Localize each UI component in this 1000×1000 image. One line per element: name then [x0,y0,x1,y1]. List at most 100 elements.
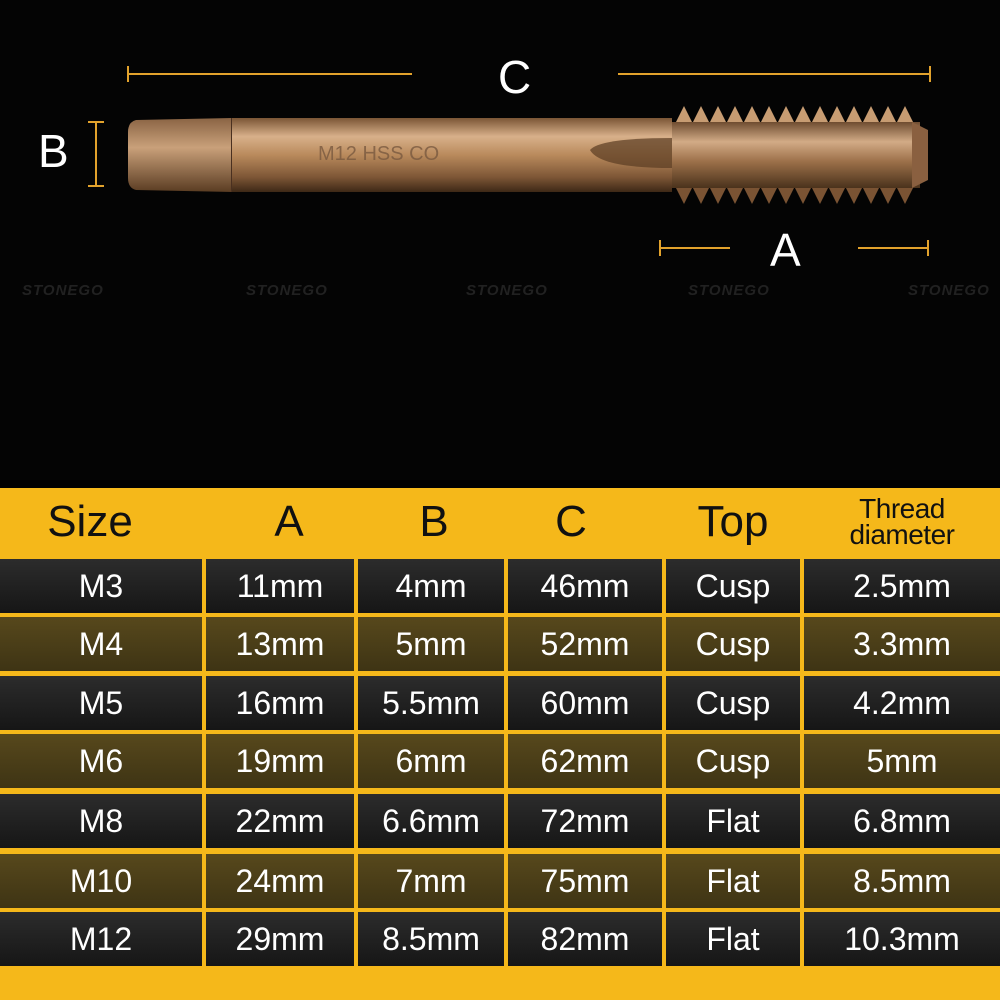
thread-tooth [710,106,726,122]
cell-size: M12 [0,912,202,966]
cell-a: 22mm [206,794,354,848]
cell-c: 62mm [508,734,662,788]
thread-tooth [812,106,828,122]
cell-a: 19mm [206,734,354,788]
watermark: STONEGO [466,282,548,299]
thread-tooth [863,106,879,122]
cell-size: M3 [0,559,202,613]
thread-tooth [880,106,896,122]
thread-tooth [744,188,760,204]
thread-tooth [693,106,709,122]
thread-tooth [778,106,794,122]
cell-size: M4 [0,617,202,671]
thread-tooth [846,106,862,122]
cell-b: 4mm [358,559,504,613]
header-a: A [274,497,304,546]
thread-tooth [744,106,760,122]
thread-tooth [676,106,692,122]
thread-tooth [761,188,777,204]
dimension-label-b: B [38,125,69,177]
cell-size: M10 [0,854,202,908]
cell-top: Flat [666,912,800,966]
watermark: STONEGO [22,282,104,299]
cell-b: 6.6mm [358,794,504,848]
thread-tooth [693,188,709,204]
watermark: STONEGO [908,282,990,299]
header-thread-line2: diameter [849,519,955,550]
thread-tooth [795,106,811,122]
cell-size: M6 [0,734,202,788]
cell-b: 8.5mm [358,912,504,966]
cell-thread: 4.2mm [804,676,1000,730]
cell-top: Cusp [666,676,800,730]
cell-thread: 2.5mm [804,559,1000,613]
thread-tooth [897,188,913,204]
thread-tooth [727,106,743,122]
thread-tooth [727,188,743,204]
header-thread-diameter: Thread diameter [804,488,1000,556]
cell-top: Flat [666,794,800,848]
tap-illustration: M12 HSS CO [88,66,931,256]
dimension-line-a [659,240,929,256]
cell-top: Cusp [666,734,800,788]
watermark: STONEGO [688,282,770,299]
cell-thread: 10.3mm [804,912,1000,966]
cell-b: 5.5mm [358,676,504,730]
thread-tooth [812,188,828,204]
thread-tooth [829,188,845,204]
dimension-line-b [88,121,104,187]
thread-tooth [880,188,896,204]
cell-b: 6mm [358,734,504,788]
tap-engraving: M12 HSS CO [318,143,439,165]
cell-thread: 5mm [804,734,1000,788]
header-top: Top [697,497,769,546]
table-header-row: Size A B C Top Thread diameter [0,488,1000,556]
thread-tooth [846,188,862,204]
cell-thread: 8.5mm [804,854,1000,908]
watermark: STONEGO [246,282,328,299]
tap-photo: M12 HSS CO C B A STONEGO STONEGO STONEGO… [0,0,1000,480]
cell-c: 52mm [508,617,662,671]
thread-tooth [676,188,692,204]
header-b: B [419,497,449,546]
cell-c: 82mm [508,912,662,966]
cell-top: Flat [666,854,800,908]
cell-a: 11mm [206,559,354,613]
cell-a: 29mm [206,912,354,966]
cell-c: 46mm [508,559,662,613]
thread-tooth [795,188,811,204]
thread-tooth [710,188,726,204]
cell-size: M8 [0,794,202,848]
cell-thread: 3.3mm [804,617,1000,671]
tap-body: M12 HSS CO [128,106,928,204]
dimension-label-c: C [498,51,532,103]
cell-a: 13mm [206,617,354,671]
cell-b: 7mm [358,854,504,908]
dimension-line-c [127,66,931,82]
header-size: Size [47,497,133,546]
thread-tooth [897,106,913,122]
thread-tooth [778,188,794,204]
header-c: C [555,497,587,546]
header-thread-line1: Thread [859,493,945,524]
cell-top: Cusp [666,559,800,613]
cell-a: 16mm [206,676,354,730]
thread-tooth [863,188,879,204]
cell-c: 60mm [508,676,662,730]
cell-a: 24mm [206,854,354,908]
cell-size: M5 [0,676,202,730]
cell-c: 72mm [508,794,662,848]
thread-tooth [761,106,777,122]
thread-tooth [829,106,845,122]
dimension-label-a: A [770,224,801,276]
cell-c: 75mm [508,854,662,908]
cell-top: Cusp [666,617,800,671]
